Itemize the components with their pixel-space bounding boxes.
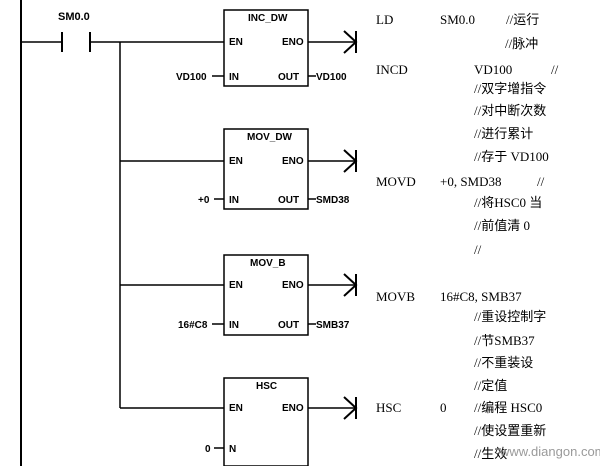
stl-text: // bbox=[474, 242, 482, 257]
pin-en: EN bbox=[229, 156, 243, 167]
pin-out: OUT bbox=[278, 195, 299, 206]
pin-en: EN bbox=[229, 37, 243, 48]
stl-text: +0, SMD38 bbox=[440, 174, 502, 189]
stl-text: //不重装设 bbox=[474, 355, 534, 370]
contact-sm0-0: SM0.0 bbox=[21, 11, 224, 52]
stl-text: 0 bbox=[440, 400, 447, 415]
pin-eno: ENO bbox=[282, 403, 304, 414]
stl-text: //进行累计 bbox=[474, 126, 534, 141]
pin-eno: ENO bbox=[282, 156, 304, 167]
stl-text: VD100 bbox=[474, 62, 513, 77]
stl-text: //脉冲 bbox=[505, 36, 539, 51]
pin-n: N bbox=[229, 444, 236, 455]
contact-label: SM0.0 bbox=[58, 11, 90, 23]
stl-text: //重设控制字 bbox=[474, 309, 547, 324]
block-mov-dw: MOV_DW EN ENO IN OUT +0 SMD38 bbox=[120, 128, 358, 210]
block-mov-b: MOV_B EN ENO IN OUT 16#C8 SMB37 bbox=[120, 254, 358, 336]
in-wire-label: VD100 bbox=[176, 72, 207, 83]
pin-eno: ENO bbox=[282, 37, 304, 48]
stl-text: // bbox=[537, 174, 545, 189]
stl-text: SM0.0 bbox=[440, 12, 476, 27]
stl-text: //前值清 0 bbox=[474, 218, 530, 233]
stl-text: //存于 VD100 bbox=[474, 149, 549, 164]
out-wire-label: SMB37 bbox=[316, 320, 350, 331]
stl-text: LD bbox=[376, 12, 394, 27]
stl-text: //编程 HSC0 bbox=[474, 400, 543, 415]
stl-text: //节SMB37 bbox=[474, 333, 535, 348]
stl-text: //生效 bbox=[474, 446, 508, 461]
in-wire-label: +0 bbox=[198, 195, 210, 206]
stl-text: // bbox=[551, 62, 559, 77]
block-title: INC_DW bbox=[248, 13, 288, 24]
in-wire-label: 0 bbox=[205, 444, 211, 455]
stl-text: //将HSC0 当 bbox=[474, 195, 543, 210]
stl-text: //对中断次数 bbox=[474, 103, 547, 118]
out-wire-label: VD100 bbox=[316, 72, 347, 83]
watermark: www.diangon.com bbox=[500, 444, 600, 459]
pin-eno: ENO bbox=[282, 280, 304, 291]
pin-out: OUT bbox=[278, 320, 299, 331]
pin-out: OUT bbox=[278, 72, 299, 83]
stl-text: HSC bbox=[376, 400, 402, 415]
stl-text: 16#C8, SMB37 bbox=[440, 289, 522, 304]
in-wire-label: 16#C8 bbox=[178, 320, 208, 331]
block-hsc: HSC EN ENO N 0 bbox=[120, 377, 358, 466]
stl-text: MOVD bbox=[376, 174, 416, 189]
block-title: MOV_B bbox=[250, 258, 286, 269]
stl-text: MOVB bbox=[376, 289, 416, 304]
stl-text: //双字增指令 bbox=[474, 81, 547, 96]
stl-text: //定值 bbox=[474, 378, 508, 393]
stl-text: INCD bbox=[376, 62, 408, 77]
block-title: MOV_DW bbox=[247, 132, 293, 143]
pin-en: EN bbox=[229, 280, 243, 291]
pin-in: IN bbox=[229, 195, 239, 206]
stl-text: //使设置重新 bbox=[474, 423, 547, 438]
pin-in: IN bbox=[229, 72, 239, 83]
pin-in: IN bbox=[229, 320, 239, 331]
out-wire-label: SMD38 bbox=[316, 195, 350, 206]
block-title: HSC bbox=[256, 381, 277, 392]
block-inc-dw: INC_DW EN ENO IN OUT VD100 VD100 bbox=[176, 9, 358, 87]
stl-text: //运行 bbox=[506, 12, 540, 27]
pin-en: EN bbox=[229, 403, 243, 414]
